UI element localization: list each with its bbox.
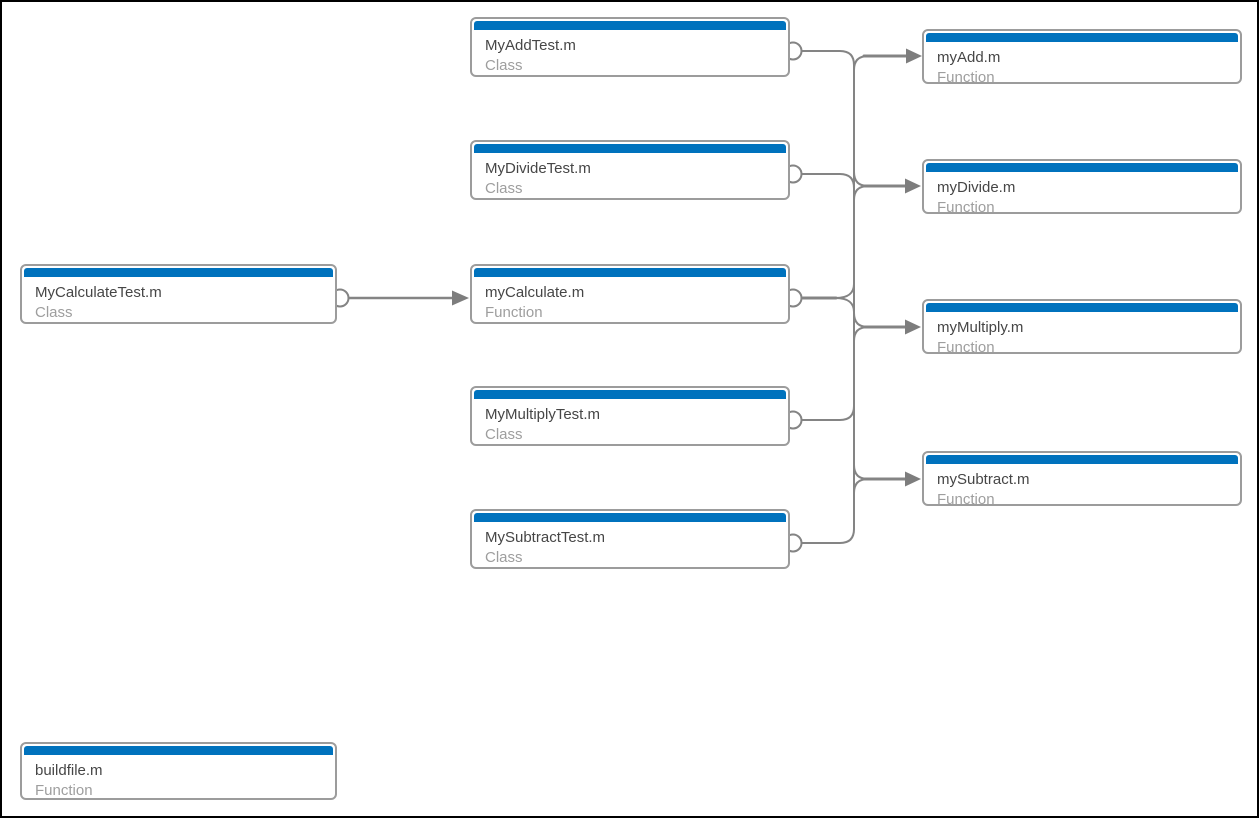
node-file-type: Function xyxy=(35,782,93,799)
node-file-name: myCalculate.m xyxy=(485,284,585,301)
node-file-name: myAdd.m xyxy=(937,49,1001,66)
node-header-bar xyxy=(474,513,786,522)
node-file-type: Function xyxy=(937,339,995,356)
edge-target-mysubtract-curve-down xyxy=(853,478,869,494)
arrowhead-into-mysubtract xyxy=(905,471,921,487)
edge-target-mymultiply-curve-up xyxy=(853,312,869,328)
edge-target-mydivide-curve-down xyxy=(853,185,869,201)
edge-target-mymultiply-curve-down xyxy=(853,326,869,342)
node-file-type: Class xyxy=(485,57,523,74)
node-file-name: MyDivideTest.m xyxy=(485,160,591,177)
node-file-name: MySubtractTest.m xyxy=(485,529,606,546)
node-file-name: MyAddTest.m xyxy=(485,37,576,54)
node-file-type: Class xyxy=(35,304,73,321)
node-file-name: myDivide.m xyxy=(937,179,1016,196)
node-header-bar xyxy=(474,268,786,277)
node-file-name: buildfile.m xyxy=(35,762,103,779)
node-file-type: Function xyxy=(485,304,543,321)
edge-source-mymultiplytest xyxy=(801,405,855,421)
node-header-bar xyxy=(926,455,1238,464)
node-header-bar xyxy=(926,303,1238,312)
node-file-name: MyMultiplyTest.m xyxy=(485,406,601,423)
edge-target-mysubtract-curve-up xyxy=(853,464,869,480)
node-file-name: MyCalculateTest.m xyxy=(35,284,162,301)
edge-source-mycalculate-fork-up xyxy=(835,283,855,299)
edge-source-mycalculate-fork-down xyxy=(835,297,855,313)
edge-target-myadd-curve xyxy=(853,55,869,71)
arrowhead-into-mymultiply xyxy=(905,319,921,335)
node-header-bar xyxy=(474,144,786,153)
node-file-type: Class xyxy=(485,426,523,443)
node-file-name: myMultiply.m xyxy=(937,319,1024,336)
node-file-type: Class xyxy=(485,549,523,566)
edge-source-myaddtest xyxy=(801,50,855,66)
node-header-bar xyxy=(24,746,333,755)
edge-target-mydivide-curve-up xyxy=(853,171,869,187)
node-file-type: Function xyxy=(937,491,995,508)
arrowhead-into-mycalculate xyxy=(452,290,469,306)
node-file-type: Class xyxy=(485,180,523,197)
node-header-bar xyxy=(926,33,1238,42)
node-file-name: mySubtract.m xyxy=(937,471,1030,488)
node-file-type: Function xyxy=(937,69,995,86)
edge-source-mydividetest xyxy=(801,173,855,189)
node-header-bar xyxy=(474,21,786,30)
node-file-type: Function xyxy=(937,199,995,216)
node-header-bar xyxy=(24,268,333,277)
arrowhead-into-mydivide xyxy=(905,178,921,194)
node-header-bar xyxy=(926,163,1238,172)
node-header-bar xyxy=(474,390,786,399)
edge-source-mysubtracttest xyxy=(801,528,855,544)
arrowhead-into-myadd xyxy=(906,48,922,64)
